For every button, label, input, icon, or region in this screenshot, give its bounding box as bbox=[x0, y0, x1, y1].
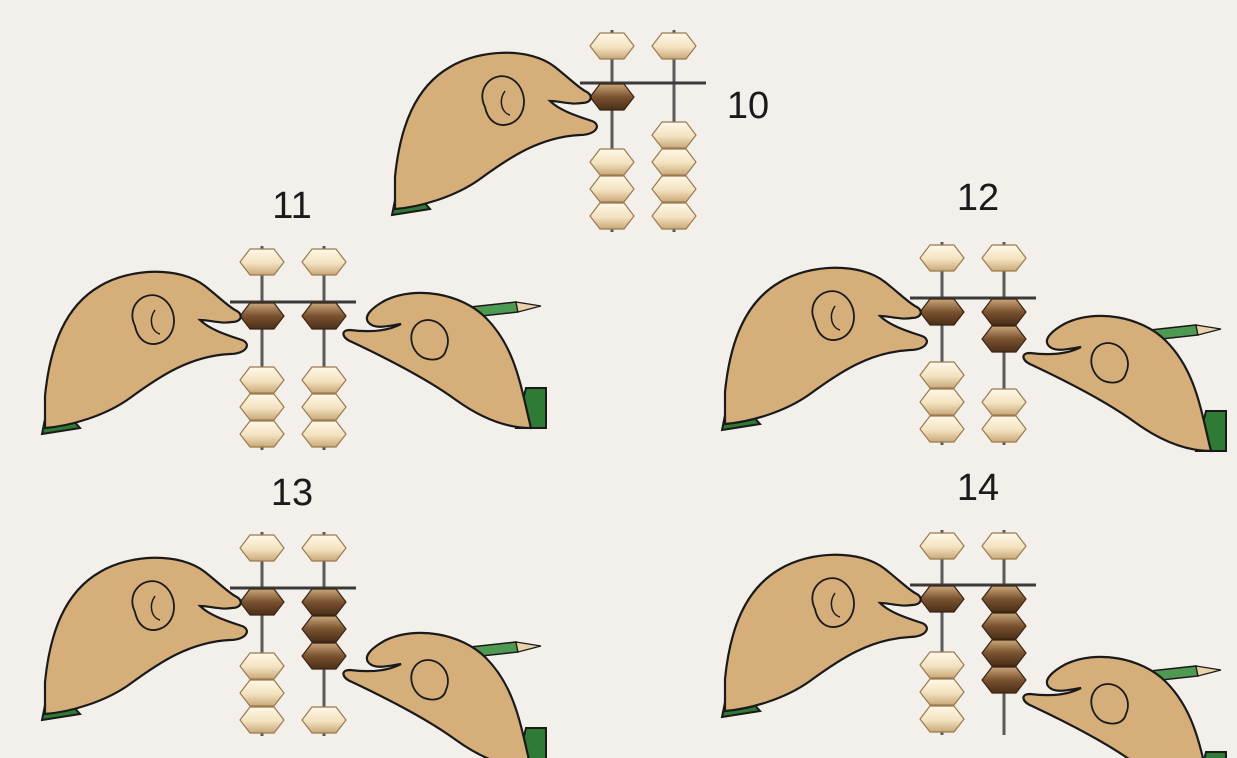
left-hand-illustration bbox=[42, 272, 247, 434]
pencil-tip bbox=[1196, 325, 1221, 335]
pencil-tip bbox=[1196, 666, 1221, 676]
right-hand-illustration bbox=[1023, 657, 1226, 758]
tens-lower-bead-2[interactable] bbox=[240, 653, 284, 679]
ones-lower-bead-1[interactable] bbox=[302, 303, 346, 329]
tens-lower-bead-2[interactable] bbox=[590, 149, 634, 175]
tens-lower-bead-2[interactable] bbox=[240, 367, 284, 393]
ones-lower-bead-3[interactable] bbox=[302, 643, 346, 669]
tens-lower-bead-3[interactable] bbox=[920, 389, 964, 415]
tens-lower-bead-3[interactable] bbox=[590, 176, 634, 202]
figure-number-label: 10 bbox=[727, 85, 769, 127]
ones-lower-bead-2[interactable] bbox=[982, 326, 1026, 352]
ones-lower-bead-2[interactable] bbox=[302, 616, 346, 642]
ones-lower-bead-3[interactable] bbox=[982, 389, 1026, 415]
tens-lower-bead-3[interactable] bbox=[920, 679, 964, 705]
abacus-figure-10: 10 bbox=[392, 30, 769, 232]
tens-lower-bead-4[interactable] bbox=[920, 706, 964, 732]
tens-lower-bead-4[interactable] bbox=[920, 416, 964, 442]
tens-upper-bead[interactable] bbox=[590, 33, 634, 59]
tens-upper-bead[interactable] bbox=[920, 245, 964, 271]
tens-upper-bead[interactable] bbox=[920, 533, 964, 559]
right-hand-illustration bbox=[343, 633, 546, 758]
figure-number-label: 11 bbox=[272, 185, 311, 227]
right-hand-illustration bbox=[343, 293, 546, 428]
ones-upper-bead[interactable] bbox=[982, 533, 1026, 559]
figure-number-label: 12 bbox=[957, 177, 999, 219]
tens-lower-bead-4[interactable] bbox=[240, 707, 284, 733]
abacus-figure-14: 14 bbox=[722, 467, 1226, 758]
pencil-tip bbox=[516, 302, 541, 312]
tens-lower-bead-3[interactable] bbox=[240, 680, 284, 706]
tens-lower-bead-1[interactable] bbox=[240, 589, 284, 615]
ones-lower-bead-2[interactable] bbox=[982, 613, 1026, 639]
ones-upper-bead[interactable] bbox=[982, 245, 1026, 271]
tens-lower-bead-1[interactable] bbox=[920, 299, 964, 325]
ones-lower-bead-4[interactable] bbox=[982, 416, 1026, 442]
ones-upper-bead[interactable] bbox=[302, 249, 346, 275]
ones-lower-bead-4[interactable] bbox=[982, 667, 1026, 693]
ones-lower-bead-3[interactable] bbox=[302, 394, 346, 420]
ones-lower-bead-4[interactable] bbox=[302, 707, 346, 733]
tens-lower-bead-4[interactable] bbox=[590, 203, 634, 229]
tens-upper-bead[interactable] bbox=[240, 249, 284, 275]
ones-lower-bead-1[interactable] bbox=[982, 299, 1026, 325]
figure-number-label: 14 bbox=[957, 467, 999, 509]
ones-upper-bead[interactable] bbox=[652, 33, 696, 59]
left-hand-illustration bbox=[392, 53, 597, 215]
ones-upper-bead[interactable] bbox=[302, 535, 346, 561]
pencil-tip bbox=[516, 642, 541, 652]
ones-lower-bead-2[interactable] bbox=[302, 367, 346, 393]
abacus-figure-13: 13 bbox=[42, 472, 546, 758]
left-hand-illustration bbox=[722, 555, 927, 717]
ones-lower-bead-1[interactable] bbox=[302, 589, 346, 615]
ones-lower-bead-3[interactable] bbox=[982, 640, 1026, 666]
ones-lower-bead-4[interactable] bbox=[302, 421, 346, 447]
tens-lower-bead-1[interactable] bbox=[240, 303, 284, 329]
tens-lower-bead-4[interactable] bbox=[240, 421, 284, 447]
tens-lower-bead-2[interactable] bbox=[920, 652, 964, 678]
abacus-figure-11: 11 bbox=[42, 185, 546, 450]
ones-lower-bead-1[interactable] bbox=[982, 586, 1026, 612]
tens-lower-bead-3[interactable] bbox=[240, 394, 284, 420]
tens-upper-bead[interactable] bbox=[240, 535, 284, 561]
tens-lower-bead-1[interactable] bbox=[590, 84, 634, 110]
abacus-figure-12: 12 bbox=[722, 177, 1226, 451]
right-hand-illustration bbox=[1023, 316, 1226, 451]
ones-lower-bead-3[interactable] bbox=[652, 176, 696, 202]
ones-lower-bead-4[interactable] bbox=[652, 203, 696, 229]
ones-lower-bead-1[interactable] bbox=[652, 122, 696, 148]
tens-lower-bead-2[interactable] bbox=[920, 362, 964, 388]
ones-lower-bead-2[interactable] bbox=[652, 149, 696, 175]
figure-number-label: 13 bbox=[271, 472, 313, 514]
figures-layer: 10 11 12 13 14 bbox=[42, 30, 1226, 758]
left-hand-illustration bbox=[722, 268, 927, 430]
tens-lower-bead-1[interactable] bbox=[920, 586, 964, 612]
left-hand-illustration bbox=[42, 558, 247, 720]
